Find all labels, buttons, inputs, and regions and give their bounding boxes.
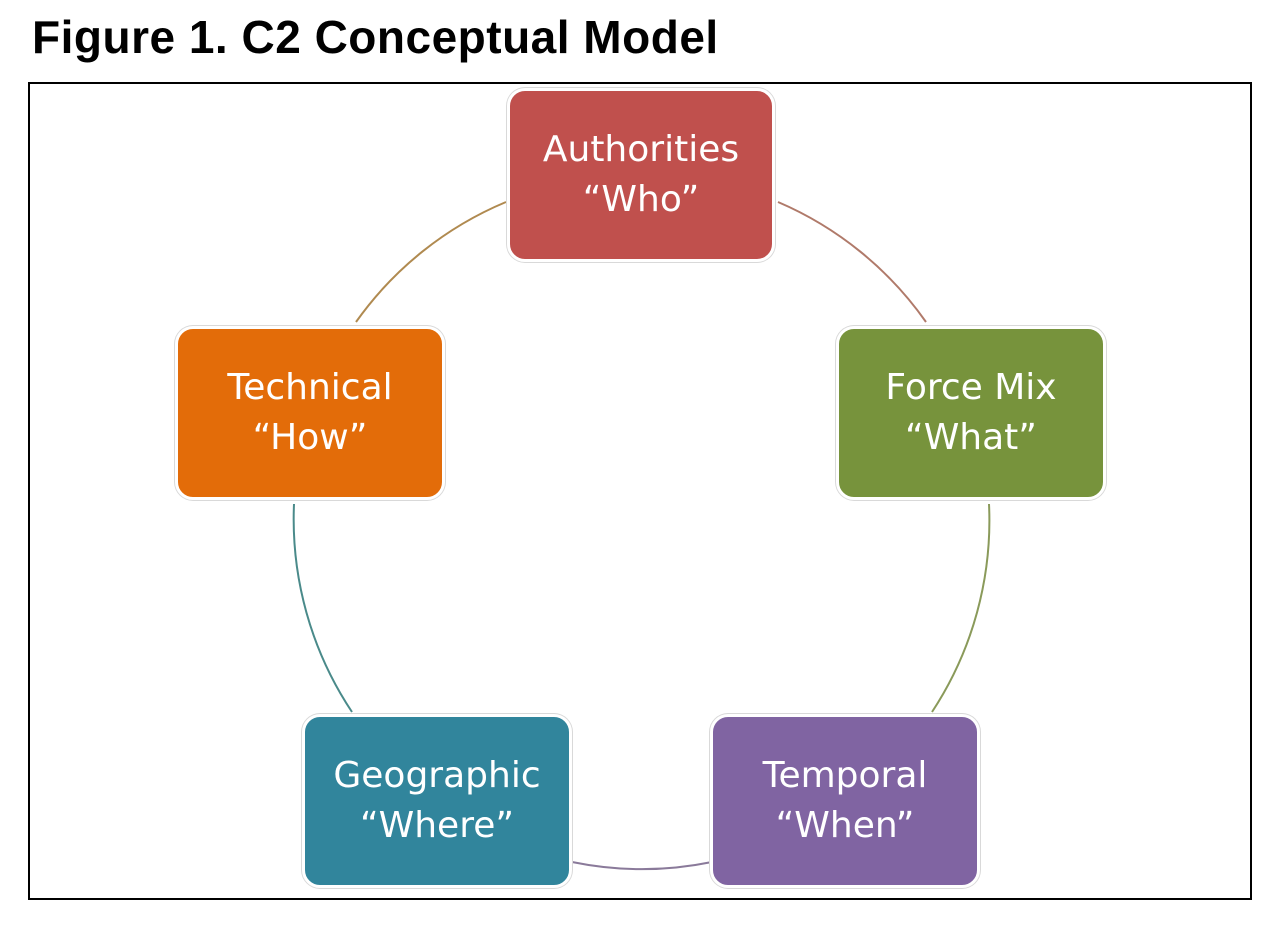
node-label: Geographic — [333, 755, 541, 796]
node-temporal: Temporal “When” — [710, 714, 980, 888]
node-label: Force Mix — [885, 367, 1057, 408]
connector-technical-authorities — [355, 201, 507, 323]
node-force-mix: Force Mix “What” — [836, 326, 1106, 500]
connector-forcemix-temporal — [931, 503, 991, 713]
node-question: “What” — [905, 417, 1037, 458]
connector-authorities-forcemix — [777, 201, 927, 323]
node-question: “Where” — [359, 805, 515, 846]
node-question: “When” — [775, 805, 915, 846]
node-question: “How” — [252, 417, 368, 458]
node-question: “Who” — [582, 179, 700, 220]
node-label: Temporal — [762, 755, 928, 796]
connector-temporal-geographic — [571, 861, 713, 871]
node-authorities: Authorities “Who” — [507, 88, 775, 262]
node-technical: Technical “How” — [175, 326, 445, 500]
node-geographic: Geographic “Where” — [302, 714, 572, 888]
node-label: Authorities — [542, 129, 740, 170]
figure-title: Figure 1. C2 Conceptual Model — [32, 11, 719, 63]
connector-geographic-technical — [292, 503, 353, 713]
node-label: Technical — [227, 367, 393, 408]
